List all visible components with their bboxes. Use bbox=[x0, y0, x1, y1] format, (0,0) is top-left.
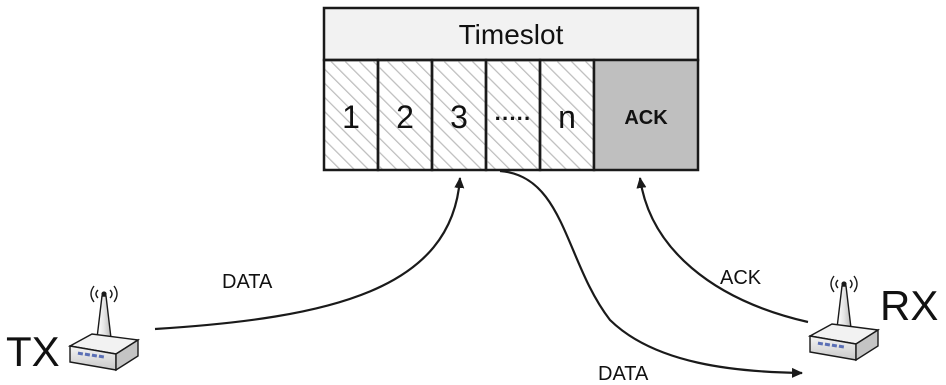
tx-data-arrow bbox=[154, 177, 465, 331]
timeslot-title: Timeslot bbox=[459, 19, 564, 50]
rx-antenna-router-icon bbox=[807, 275, 881, 362]
timeslot-frame: Timeslot 1 2 3 ····· n ACK bbox=[322, 6, 700, 172]
slot-cell-2 bbox=[376, 58, 434, 172]
slot-cell-ellipsis bbox=[484, 58, 542, 172]
rx-label: RX bbox=[880, 282, 938, 329]
slot3-to-rx-data-arrow bbox=[499, 169, 803, 378]
slot-label-3: 3 bbox=[450, 99, 468, 135]
slot-label-1: 1 bbox=[342, 99, 360, 135]
tx-label: TX bbox=[6, 328, 60, 375]
tx-antenna-router-icon bbox=[67, 285, 141, 372]
slot-cell-1 bbox=[322, 58, 380, 172]
slot-label-ack: ACK bbox=[624, 107, 668, 129]
slot-label-n: n bbox=[558, 99, 576, 135]
rx-data-label: DATA bbox=[598, 363, 649, 385]
tx-data-label: DATA bbox=[222, 271, 273, 293]
rx-ack-label: ACK bbox=[720, 267, 762, 289]
rx-ack-arrow bbox=[636, 177, 809, 324]
slot-label-ellipsis: ····· bbox=[495, 106, 532, 131]
slot-cell-ack bbox=[592, 58, 700, 172]
timeslot-header bbox=[322, 6, 700, 62]
slot-label-2: 2 bbox=[396, 99, 414, 135]
edges bbox=[154, 169, 809, 378]
slot-cell-n bbox=[538, 58, 596, 172]
